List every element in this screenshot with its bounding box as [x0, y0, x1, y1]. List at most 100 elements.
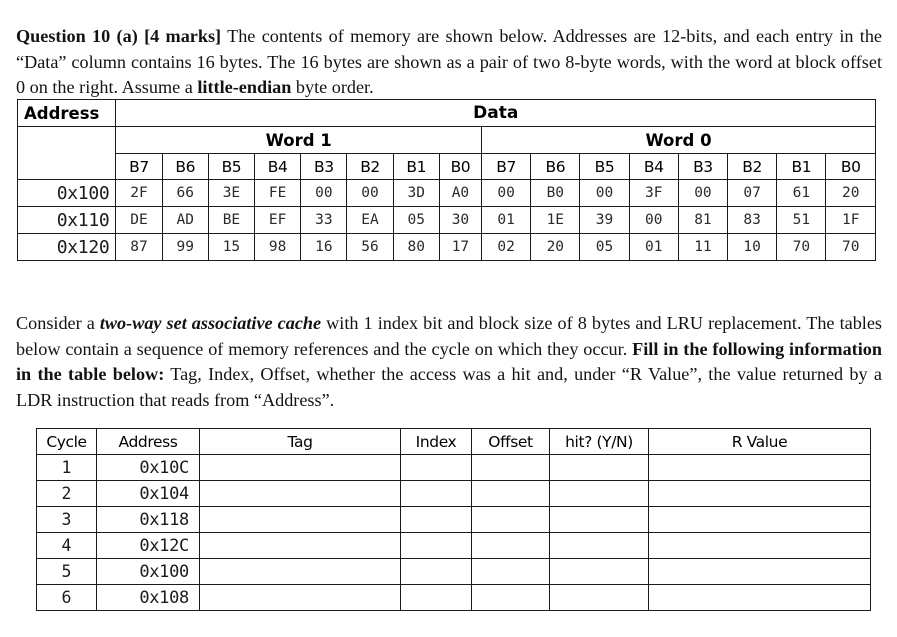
byte-header-w0-b5: B5: [579, 153, 630, 180]
byte-header-w1-b4: B4: [254, 153, 302, 180]
byte-header-w0-b3: B3: [677, 153, 729, 180]
cycle-number: 3: [36, 506, 97, 533]
hit-answer-field[interactable]: [549, 558, 649, 585]
hit-answer-field[interactable]: [549, 454, 649, 481]
offset-answer-field[interactable]: [471, 506, 550, 533]
offset-answer-field[interactable]: [471, 532, 550, 559]
memory-cell: DE: [115, 206, 163, 234]
little-endian-emphasis: little-endian: [197, 77, 292, 98]
memory-cell: 2F: [115, 179, 163, 207]
memory-cell: 07: [727, 179, 778, 207]
cycle-number: 5: [36, 558, 97, 585]
memory-cell: 98: [254, 233, 302, 261]
r-value-answer-field[interactable]: [648, 584, 871, 611]
memory-cell: 00: [628, 206, 679, 234]
byte-header-w1-b1: B1: [392, 153, 440, 180]
reference-address: 0x104: [96, 480, 200, 507]
offset-answer-field[interactable]: [471, 558, 550, 585]
column-header-address: Address: [96, 428, 200, 455]
offset-answer-field[interactable]: [471, 454, 550, 481]
memory-cell: 61: [776, 179, 827, 207]
tag-answer-field[interactable]: [199, 506, 401, 533]
r-value-answer-field[interactable]: [648, 532, 871, 559]
table-row: 0x100 2F 66 3E FE 00 00 3D A0 00 B0 00 3…: [16, 179, 876, 207]
address-header-spacer-2: [16, 153, 117, 180]
column-header-tag: Tag: [199, 428, 401, 455]
hit-answer-field[interactable]: [549, 584, 649, 611]
memory-contents-table: Address Data Word 1 Word 0 B7 B6 B5 B4 B…: [16, 99, 876, 261]
memory-cell: 66: [161, 179, 209, 207]
memory-cell: 1F: [825, 206, 876, 234]
r-value-answer-field[interactable]: [648, 558, 871, 585]
index-answer-field[interactable]: [400, 584, 472, 611]
tag-answer-field[interactable]: [199, 454, 401, 481]
memory-cell: 01: [628, 233, 679, 261]
cycle-number: 4: [36, 532, 97, 559]
index-answer-field[interactable]: [400, 454, 472, 481]
cache-reference-table: Cycle Address Tag Index Offset hit? (Y/N…: [36, 428, 871, 611]
memory-row-address: 0x120: [16, 233, 117, 261]
r-value-answer-field[interactable]: [648, 480, 871, 507]
column-header-index: Index: [400, 428, 472, 455]
byte-header-w1-b6: B6: [161, 153, 209, 180]
memory-cell: 56: [346, 233, 394, 261]
column-header-offset: Offset: [471, 428, 550, 455]
question-body-part2: byte order.: [291, 77, 374, 98]
memory-cell: 02: [481, 233, 532, 261]
memory-cell: 00: [677, 179, 729, 207]
memory-table-byte-header-row: B7 B6 B5 B4 B3 B2 B1 B0 B7 B6 B5 B4 B3 B…: [16, 153, 876, 180]
table-row: 6 0x108: [36, 584, 871, 611]
table-row: 5 0x100: [36, 558, 871, 585]
memory-cell: 3F: [628, 179, 679, 207]
memory-cell: 05: [579, 233, 630, 261]
cache-text-part2: with 1 index bit and block size of 8 byt…: [16, 313, 882, 359]
table-row: 3 0x118: [36, 506, 871, 533]
table-row: 0x110 DE AD BE EF 33 EA 05 30 01 1E 39 0…: [16, 206, 876, 234]
index-answer-field[interactable]: [400, 532, 472, 559]
question-label: Question 10 (a) [4 marks]: [16, 26, 222, 47]
tag-answer-field[interactable]: [199, 480, 401, 507]
memory-cell: 16: [300, 233, 348, 261]
r-value-answer-field[interactable]: [648, 506, 871, 533]
byte-header-w0-b4: B4: [628, 153, 679, 180]
tag-answer-field[interactable]: [199, 558, 401, 585]
memory-cell: 30: [438, 206, 483, 234]
tag-answer-field[interactable]: [199, 584, 401, 611]
memory-cell: 70: [776, 233, 827, 261]
byte-header-w1-b3: B3: [300, 153, 348, 180]
memory-cell: 20: [825, 179, 876, 207]
cycle-number: 6: [36, 584, 97, 611]
reference-address: 0x100: [96, 558, 200, 585]
address-header-spacer: [16, 126, 117, 154]
memory-table-header-row-2: Word 1 Word 0: [16, 126, 876, 154]
table-row: 1 0x10C: [36, 454, 871, 481]
table-row: 4 0x12C: [36, 532, 871, 559]
offset-answer-field[interactable]: [471, 480, 550, 507]
memory-cell: 00: [346, 179, 394, 207]
table-row: 0x120 87 99 15 98 16 56 80 17 02 20 05 0…: [16, 233, 876, 261]
offset-answer-field[interactable]: [471, 584, 550, 611]
memory-cell: A0: [438, 179, 483, 207]
hit-answer-field[interactable]: [549, 532, 649, 559]
memory-cell: 83: [727, 206, 778, 234]
byte-header-w1-b5: B5: [207, 153, 256, 180]
memory-cell: 05: [392, 206, 440, 234]
tag-answer-field[interactable]: [199, 532, 401, 559]
byte-header-w0-b7: B7: [481, 153, 532, 180]
index-answer-field[interactable]: [400, 480, 472, 507]
cache-description-paragraph: Consider a two-way set associative cache…: [16, 311, 882, 413]
index-answer-field[interactable]: [400, 558, 472, 585]
byte-header-w0-b0: B0: [825, 153, 876, 180]
memory-cell: 99: [161, 233, 209, 261]
reference-address: 0x118: [96, 506, 200, 533]
address-column-header: Address: [16, 99, 117, 127]
index-answer-field[interactable]: [400, 506, 472, 533]
byte-header-w1-b2: B2: [346, 153, 394, 180]
hit-answer-field[interactable]: [549, 506, 649, 533]
memory-cell: 80: [392, 233, 440, 261]
memory-cell: 1E: [530, 206, 581, 234]
hit-answer-field[interactable]: [549, 480, 649, 507]
fill-in-instruction-emphasis: Fill in the following information in the…: [16, 338, 882, 385]
cycle-table-header-row: Cycle Address Tag Index Offset hit? (Y/N…: [36, 428, 871, 455]
r-value-answer-field[interactable]: [648, 454, 871, 481]
